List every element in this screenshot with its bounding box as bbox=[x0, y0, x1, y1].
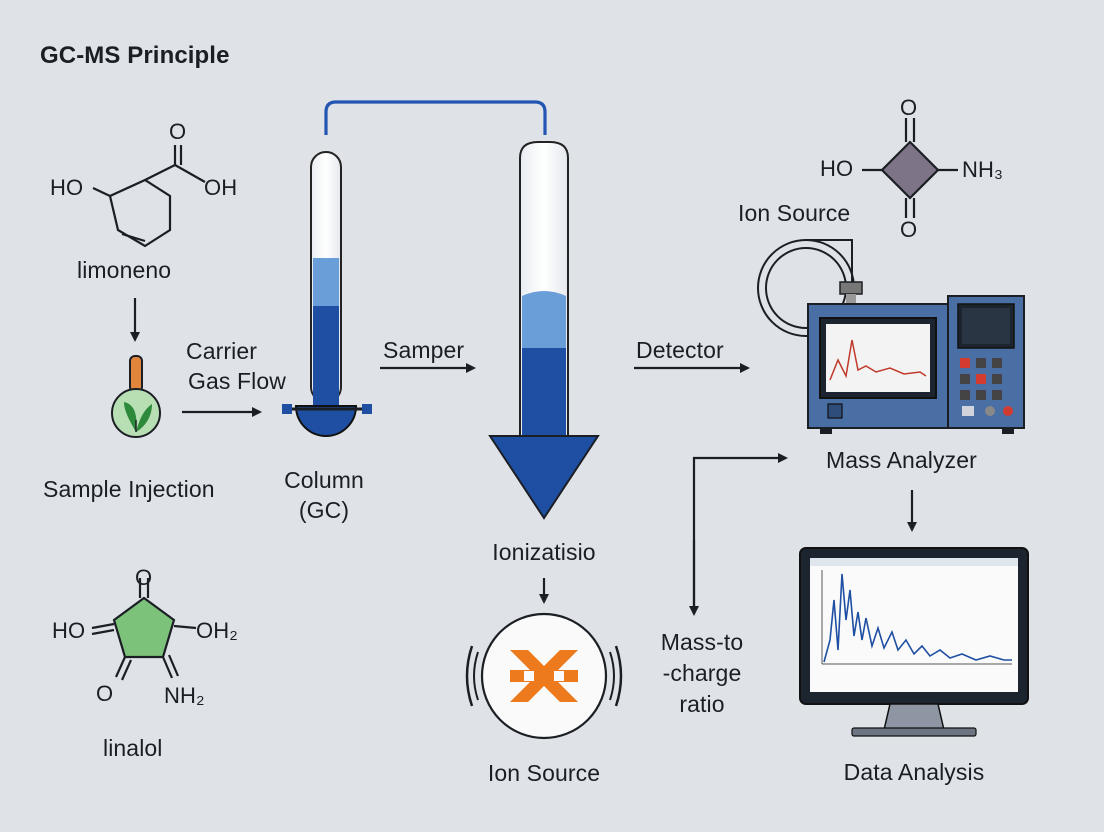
carrier-gas-line1: Carrier bbox=[186, 338, 257, 364]
mass-to-charge-line3: ratio bbox=[679, 691, 725, 717]
atom-o-limoneno: O bbox=[169, 119, 187, 144]
detector-label: Detector bbox=[636, 337, 724, 363]
atom-ho-diamond: HO bbox=[820, 156, 854, 181]
limoneno-structure-icon bbox=[92, 145, 206, 248]
gc-column-icon bbox=[282, 151, 372, 437]
sample-injection-label: Sample Injection bbox=[43, 476, 215, 502]
ionization-label: Ionizatisio bbox=[492, 539, 596, 565]
transfer-line bbox=[324, 100, 547, 135]
atom-o-bottom-diamond: O bbox=[900, 217, 918, 242]
arrow-feedback-elbow bbox=[692, 453, 788, 612]
mass-analyzer-label: Mass Analyzer bbox=[826, 447, 977, 473]
sample-leaf-icon bbox=[111, 355, 161, 438]
mass-to-charge-line1: Mass-to bbox=[660, 629, 744, 655]
atom-nh2-linalol: NH₂ bbox=[164, 683, 205, 708]
mass-to-charge-line2: -charge bbox=[662, 660, 742, 686]
diagram-title: GC-MS Principle bbox=[40, 42, 230, 69]
molecule-name-limoneno: limoneno bbox=[77, 257, 172, 283]
atom-ho-linalol: HO bbox=[52, 618, 86, 643]
atom-ho-limoneno: HO bbox=[50, 175, 84, 200]
ion-source-bottom-label: Ion Source bbox=[487, 760, 601, 786]
atom-o-bottom-linalol: O bbox=[96, 681, 114, 706]
separation-column-icon bbox=[488, 141, 600, 520]
diamond-structure-icon bbox=[862, 118, 958, 218]
atom-oh2-linalol: OH₂ bbox=[196, 618, 238, 643]
carrier-gas-line2: Gas Flow bbox=[188, 368, 286, 394]
data-analysis-monitor-icon bbox=[799, 547, 1029, 737]
data-analysis-label: Data Analysis bbox=[843, 759, 985, 785]
mass-analyzer-instrument-icon bbox=[757, 239, 1025, 434]
column-label-line1: Column bbox=[284, 467, 364, 493]
ion-source-icon bbox=[465, 612, 623, 740]
atom-nh3-diamond: NH₃ bbox=[962, 157, 1004, 182]
molecule-name-linalol: linalol bbox=[103, 735, 163, 761]
ion-source-top-label: Ion Source bbox=[738, 200, 851, 226]
atom-o-top-linalol: O bbox=[135, 565, 153, 590]
atom-oh-limoneno: OH bbox=[204, 175, 238, 200]
column-label-line2: (GC) bbox=[298, 497, 350, 523]
linalol-structure-icon bbox=[91, 578, 197, 681]
samper-label: Samper bbox=[383, 337, 465, 363]
atom-o-top-diamond: O bbox=[900, 95, 918, 120]
